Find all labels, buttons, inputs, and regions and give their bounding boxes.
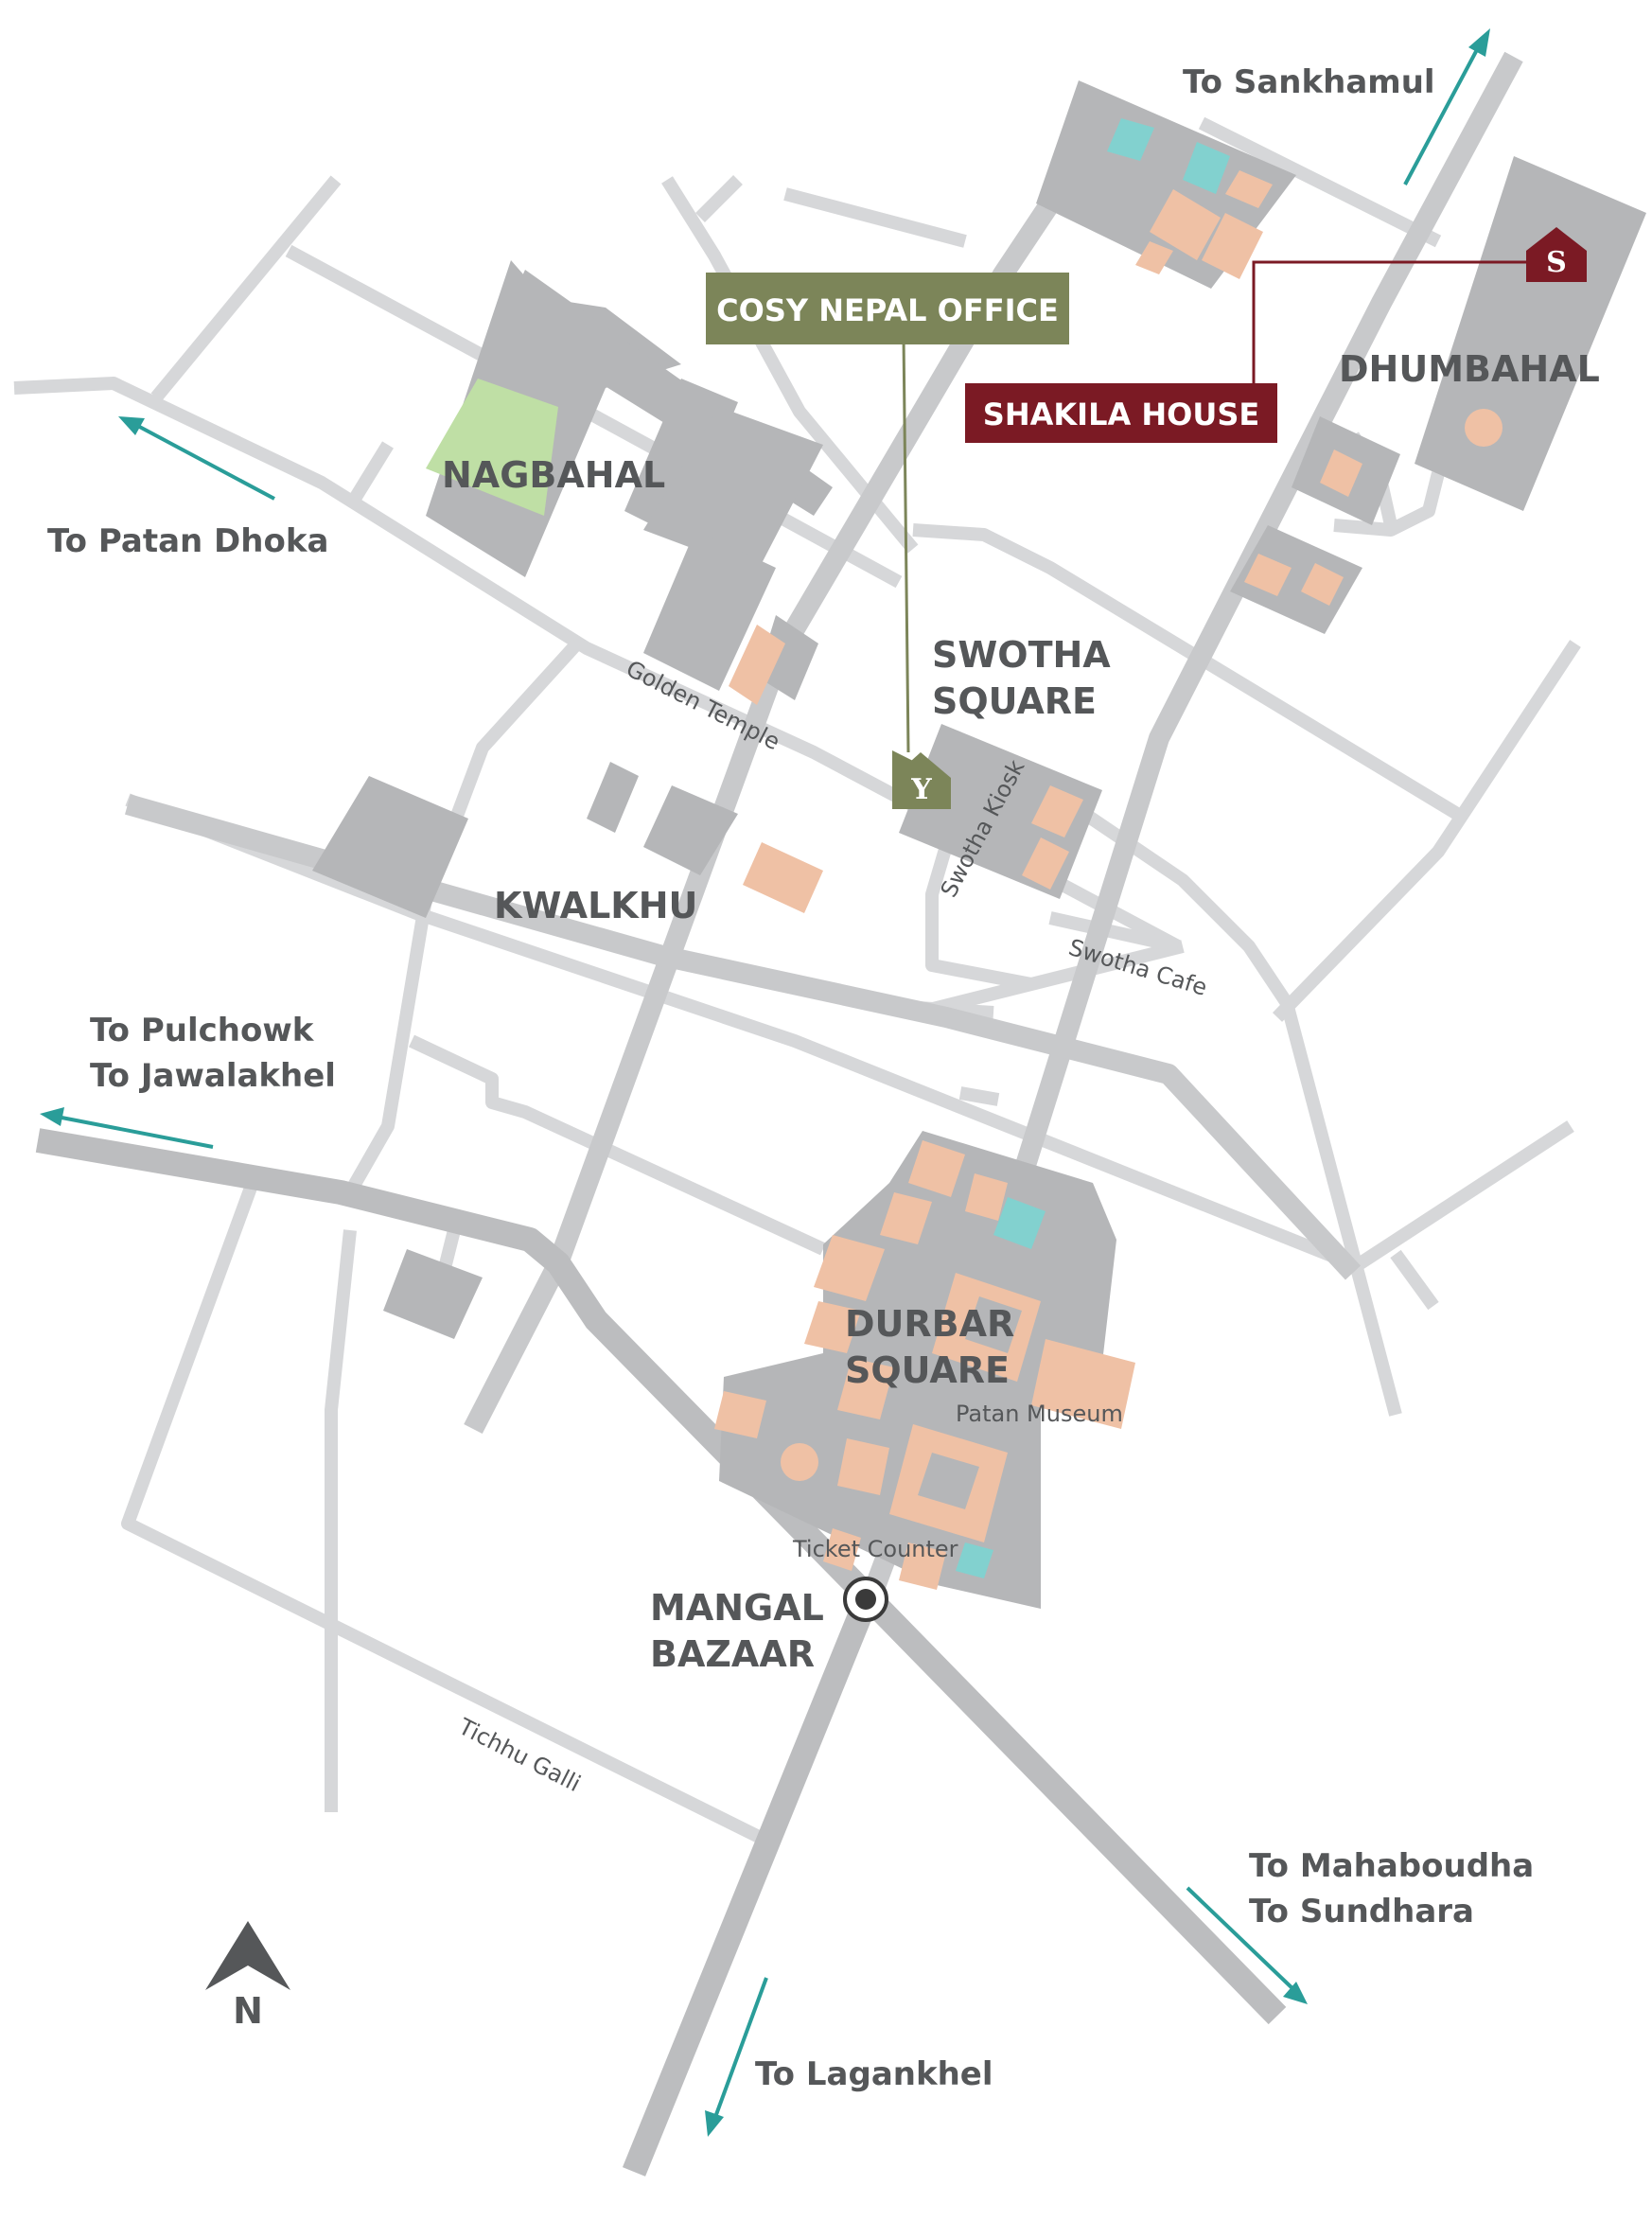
- building-blocks: [312, 80, 1646, 1609]
- office-pin-icon[interactable]: Y: [892, 750, 951, 809]
- area-swotha-line2: SQUARE: [932, 680, 1097, 722]
- arrow-patan-dhoka: [118, 416, 275, 501]
- destination-labels: To Sankhamul To Patan Dhoka To Pulchowk …: [47, 63, 1534, 2093]
- poi-patan-museum: Patan Museum: [956, 1401, 1123, 1427]
- office-pin-letter: Y: [910, 773, 932, 806]
- area-mangal-line1: MANGAL: [650, 1587, 824, 1629]
- poi-ticket-counter: Ticket Counter: [792, 1536, 958, 1562]
- office-label: COSY NEPAL OFFICE: [716, 292, 1059, 328]
- north-label: N: [233, 1990, 263, 2032]
- house-label: SHAKILA HOUSE: [983, 397, 1259, 432]
- house-pin-icon[interactable]: S: [1526, 227, 1587, 282]
- area-labels: NAGBAHAL SWOTHA SQUARE KWALKHU DHUMBAHAL…: [442, 348, 1600, 1675]
- area-dhumbahal: DHUMBAHAL: [1339, 348, 1600, 390]
- direction-arrows: [40, 28, 1490, 2137]
- shakila-house-marker[interactable]: SHAKILA HOUSE S: [965, 227, 1587, 443]
- house-pin-letter: S: [1546, 246, 1567, 279]
- dest-lagankhel: To Lagankhel: [755, 2055, 993, 2093]
- street-tichhu-galli: Tichhu Galli: [453, 1713, 585, 1797]
- dest-sundhara: To Sundhara: [1249, 1893, 1474, 1930]
- cosy-nepal-office-marker[interactable]: COSY NEPAL OFFICE Y: [706, 273, 1069, 809]
- area-durbar-line2: SQUARE: [845, 1349, 1010, 1391]
- area-nagbahal: NAGBAHAL: [442, 454, 665, 496]
- house-label-box[interactable]: [965, 383, 1277, 443]
- dest-patan-dhoka: To Patan Dhoka: [47, 522, 328, 560]
- arrow-sankhamul: [1403, 28, 1490, 185]
- arrow-mahaboudha: [1186, 1886, 1308, 2004]
- ticket-counter-marker[interactable]: [843, 1577, 888, 1622]
- dest-mahaboudha: To Mahaboudha: [1249, 1847, 1534, 1885]
- north-arrow: N: [205, 1921, 290, 2032]
- area-durbar-line1: DURBAR: [845, 1303, 1014, 1345]
- arrow-lagankhel: [705, 1977, 768, 2137]
- area-kwalkhu: KWALKHU: [494, 885, 697, 926]
- area-swotha-line1: SWOTHA: [932, 634, 1111, 676]
- north-arrow-icon: [205, 1921, 290, 1990]
- dest-sankhamul: To Sankhamul: [1183, 63, 1435, 101]
- dest-jawalakhel: To Jawalakhel: [90, 1057, 336, 1095]
- office-label-box[interactable]: [706, 273, 1069, 344]
- dest-pulchowk: To Pulchowk: [90, 1012, 315, 1049]
- area-mangal-line2: BAZAAR: [650, 1633, 815, 1675]
- arrow-pulchowk: [40, 1107, 214, 1149]
